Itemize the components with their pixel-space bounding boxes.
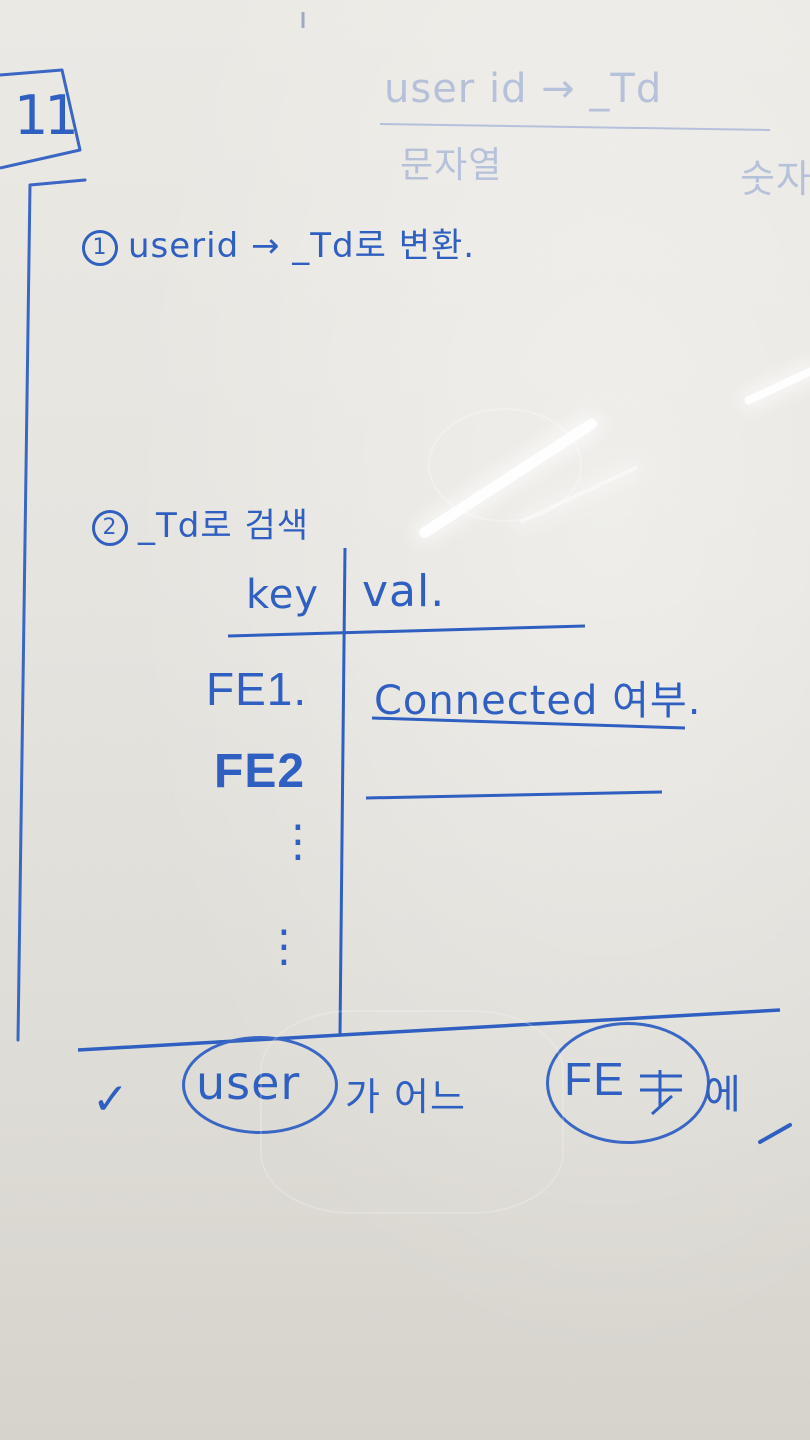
step-2: 2 _Td로 검색: [92, 498, 309, 547]
table-row-1-key: FE1.: [206, 663, 308, 715]
faded-note-line1: user id → _Td: [384, 66, 663, 112]
step-1: 1 userid → _Td로 변환.: [82, 218, 475, 267]
corner-number: 11: [14, 84, 79, 147]
ellipsis-dots-lower: ⋮: [262, 921, 307, 972]
ellipsis-dots-upper: ⋮: [276, 816, 321, 867]
step-2-number: 2: [92, 509, 128, 546]
footer-check: ✓: [92, 1074, 130, 1125]
reflection-ring: [428, 408, 582, 522]
footer-circled-fe: FE: [564, 1053, 625, 1105]
step-2-text: _Td로 검색: [138, 506, 309, 546]
table-row-2-key: FE2: [214, 745, 306, 798]
table-header-key: key: [246, 572, 320, 618]
faded-note-line2: 문자열: [400, 145, 503, 186]
footer-after-circle: 에: [704, 1072, 742, 1118]
footer-middle-text: 가 어느: [345, 1075, 466, 1119]
strikethrough-mark: [640, 1070, 682, 1116]
step-1-text: userid → _Td로 변환.: [128, 226, 476, 266]
step-1-number: 1: [82, 229, 118, 266]
reflection-ring-lower: [260, 1010, 564, 1214]
faded-note-right-fragment: 숫자: [740, 157, 810, 201]
table-row-1-val: Connected 여부.: [374, 678, 702, 724]
table-header-val: val.: [362, 566, 446, 617]
